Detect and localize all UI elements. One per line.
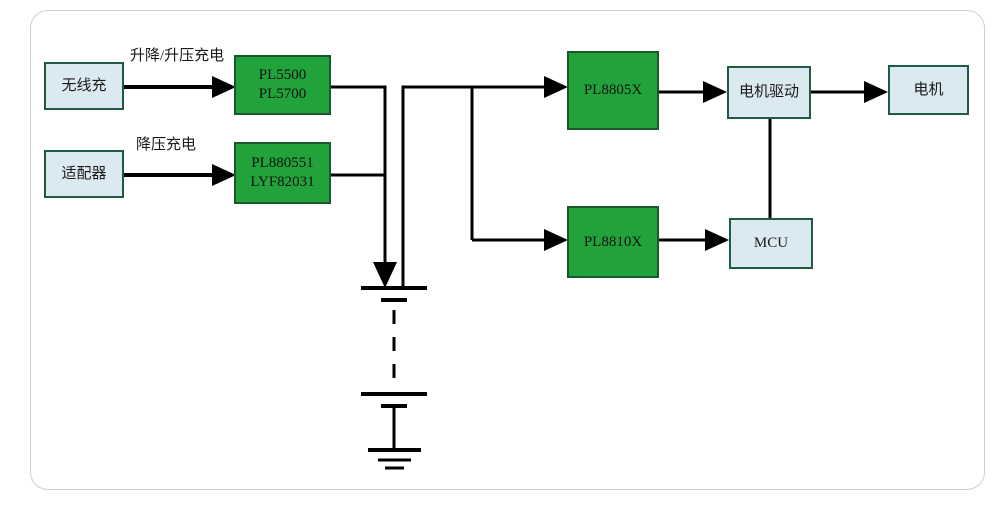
block-pl8805x[interactable]: PL8805X xyxy=(567,51,659,130)
block-motor-driver[interactable]: 电机驱动 xyxy=(727,66,811,119)
edge-label-buck-charge: 降压充电 xyxy=(136,137,197,153)
block-label-line2: LYF82031 xyxy=(250,174,315,190)
block-mcu[interactable]: MCU xyxy=(729,218,813,269)
block-motor[interactable]: 电机 xyxy=(888,65,969,115)
block-wireless-charger[interactable]: 无线充 xyxy=(44,62,124,110)
block-pl8810x[interactable]: PL8810X xyxy=(567,206,659,278)
block-label: PL8810X xyxy=(583,233,643,250)
block-label-line2: PL5700 xyxy=(258,86,307,102)
block-label: MCU xyxy=(753,235,789,252)
block-pl880551-lyf82031[interactable]: PL880551 LYF82031 xyxy=(234,142,331,204)
edge-label-buck-boost-charge: 升降/升压充电 xyxy=(130,48,225,64)
block-label: 无线充 xyxy=(61,77,107,94)
block-label: 电机 xyxy=(913,81,944,98)
block-pl5500-pl5700[interactable]: PL5500 PL5700 xyxy=(234,55,331,115)
block-label: 适配器 xyxy=(61,165,107,182)
block-label-line1: PL880551 xyxy=(251,155,314,172)
outer-frame xyxy=(30,10,985,490)
block-adapter[interactable]: 适配器 xyxy=(44,150,124,198)
block-label-line1: PL5500 xyxy=(258,67,307,84)
block-label: 电机驱动 xyxy=(738,84,799,101)
block-label: PL8805X xyxy=(583,82,643,99)
